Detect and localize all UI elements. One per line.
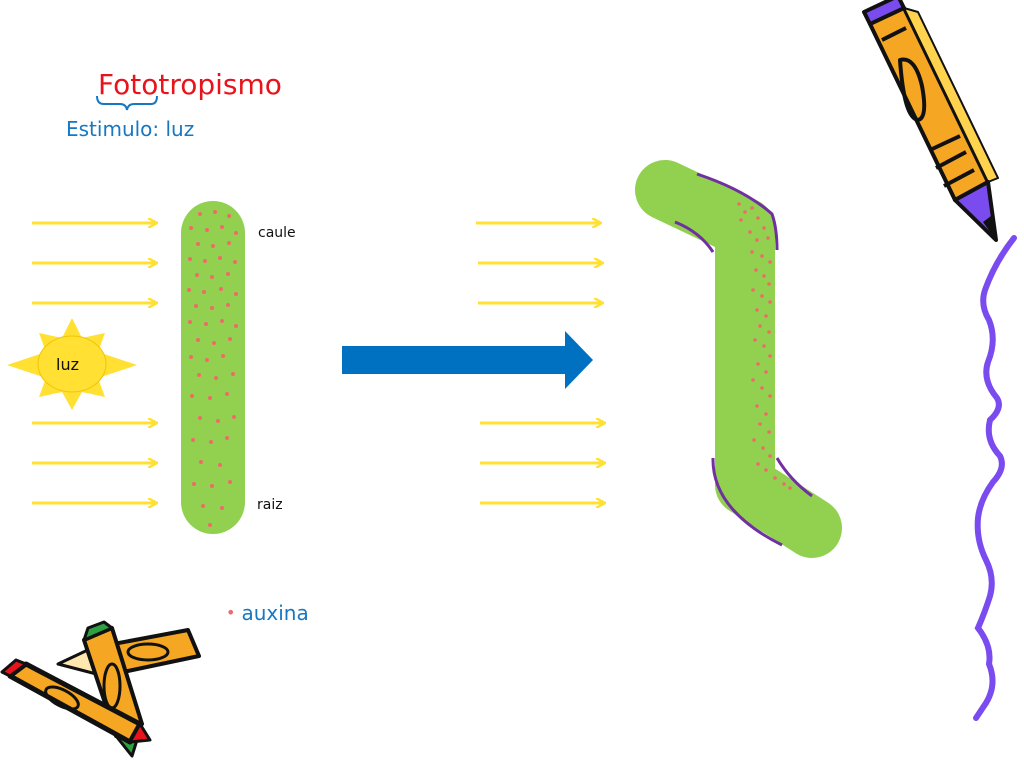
plant-straight	[181, 201, 245, 534]
plant-bent	[635, 160, 842, 558]
sun-label: luz	[56, 355, 79, 374]
auxin-bullet: •	[226, 603, 236, 622]
title-brace	[96, 95, 158, 111]
auxin-dots-bent	[737, 202, 792, 490]
auxin-dots-straight	[187, 210, 238, 527]
root-label: raiz	[257, 497, 283, 513]
stimulus-label: Estimulo: luz	[66, 117, 195, 141]
crayons-clipart-icon	[0, 620, 201, 758]
light-rays-right	[476, 223, 604, 503]
page-title: Fototropismo	[98, 68, 282, 101]
auxin-legend-text: auxina	[241, 601, 309, 625]
process-arrow-icon	[342, 331, 593, 389]
scribble-line-icon	[973, 235, 1017, 721]
stem-label: caule	[258, 225, 296, 241]
light-rays-left	[32, 223, 156, 503]
sun-icon	[7, 318, 137, 410]
pencil-clipart-icon	[862, 0, 999, 242]
auxin-legend: • auxina	[226, 601, 309, 625]
